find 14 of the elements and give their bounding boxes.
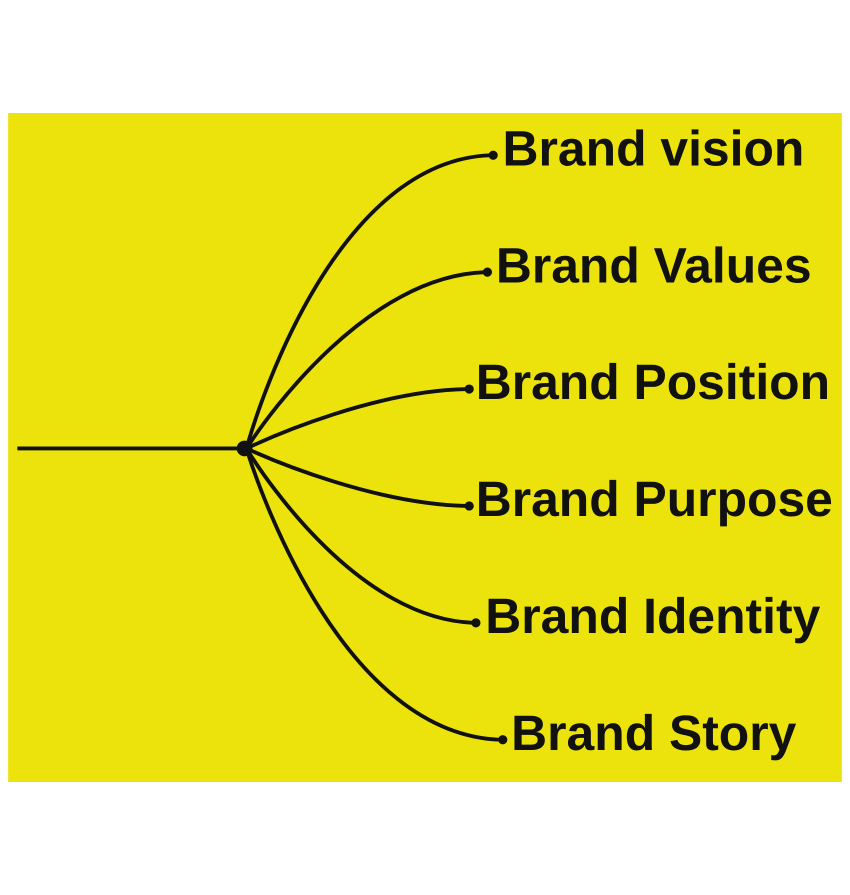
node-text: Brand Story	[511, 704, 796, 761]
node-text: Brand Purpose	[476, 471, 833, 528]
connector	[246, 150, 498, 443]
connector	[248, 452, 481, 628]
connector	[248, 268, 492, 444]
node-text: Brand vision	[502, 120, 804, 176]
connector	[250, 448, 474, 511]
connector	[246, 454, 508, 744]
node-text: Brand Position	[476, 354, 830, 410]
connector	[250, 384, 474, 448]
connector	[17, 446, 238, 450]
node-text: Brand Identity	[485, 588, 820, 644]
node-circle	[236, 440, 252, 456]
node-text: Brand Values	[496, 237, 812, 294]
